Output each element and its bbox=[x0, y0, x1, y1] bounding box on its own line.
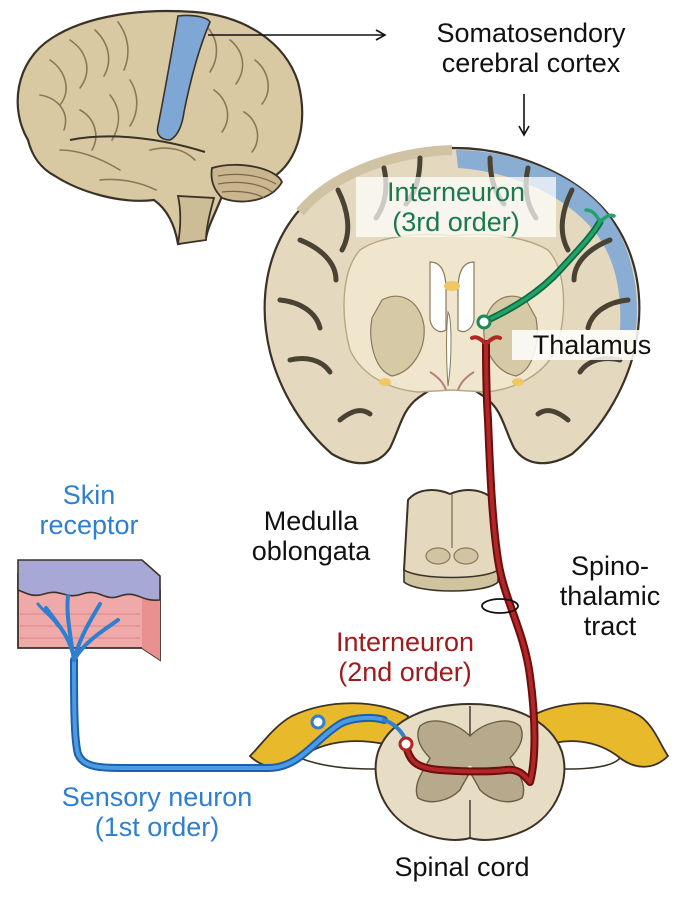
skin-receptor-label-line1: Skin bbox=[62, 480, 116, 510]
thalamus-label: Thalamus bbox=[512, 330, 672, 361]
lateral-brain bbox=[16, 9, 304, 246]
skin-receptor-label: Skin receptor bbox=[14, 480, 164, 540]
brain-gyri bbox=[39, 21, 269, 191]
interneuron-second-label-line2: (2nd order) bbox=[338, 657, 472, 688]
cortex-label: Somatosendory cerebral cortex bbox=[396, 18, 666, 78]
tract-label-line3: tract bbox=[583, 611, 637, 642]
interneuron-third-label-line2: (3rd order) bbox=[392, 207, 520, 238]
interneuron-third-order-label: Interneuron (3rd order) bbox=[356, 177, 556, 238]
cortex-label-line2: cerebral cortex bbox=[441, 48, 621, 79]
second-order-neuron bbox=[402, 335, 539, 786]
medulla-label-line1: Medulla bbox=[263, 506, 359, 536]
right-nerve-root bbox=[530, 702, 670, 768]
tract-ring-marker bbox=[481, 598, 519, 614]
tract-label-line2: thalamic bbox=[559, 581, 661, 612]
somatosensory-cortex-strip bbox=[156, 14, 211, 141]
first-order-neuron bbox=[36, 594, 408, 772]
sensory-neuron-label: Sensory neuron (1st order) bbox=[22, 782, 292, 842]
skin-receptor-label-line2: receptor bbox=[39, 510, 139, 541]
medulla-label-line2: oblongata bbox=[251, 536, 371, 567]
spinal-cord-label: Spinal cord bbox=[394, 852, 530, 882]
interneuron-second-label-line1: Interneuron bbox=[335, 627, 475, 657]
skin-block bbox=[17, 559, 161, 662]
sensory-neuron-label-line1: Sensory neuron bbox=[61, 782, 253, 812]
cortex-label-line1: Somatosendory bbox=[436, 18, 626, 48]
interneuron-third-label-line1: Interneuron bbox=[386, 177, 526, 207]
sensory-neuron-label-line2: (1st order) bbox=[94, 812, 220, 843]
interneuron-second-order-label: Interneuron (2nd order) bbox=[300, 627, 510, 687]
first-order-cell-body bbox=[310, 714, 326, 730]
medulla-label: Medulla oblongata bbox=[216, 506, 406, 566]
medulla-oblongata bbox=[402, 489, 500, 592]
third-order-cell-body bbox=[476, 314, 492, 330]
second-order-cell-body bbox=[398, 736, 414, 752]
tract-label-line1: Spino- bbox=[570, 551, 650, 581]
spinothalamic-tract-label: Spino- thalamic tract bbox=[540, 551, 680, 642]
third-order-neuron bbox=[480, 208, 616, 326]
